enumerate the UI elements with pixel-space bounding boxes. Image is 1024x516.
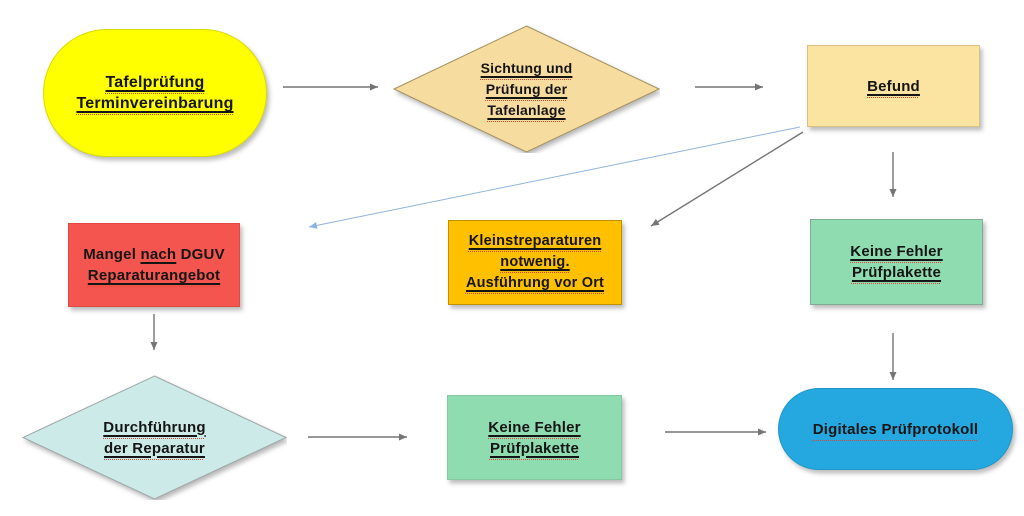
node-text-line: notwenig.: [500, 254, 570, 270]
pruefplakette-box-bottom: Keine Fehler Prüfplakette: [447, 395, 622, 480]
node-text-line: Durchführung: [103, 418, 206, 436]
node-text-line: Tafelprüfung: [105, 74, 205, 91]
pruefplakette-box-right: Keine Fehler Prüfplakette: [810, 219, 983, 305]
node-text-line: Kleinstreparaturen: [468, 233, 602, 249]
node-text-line: Keine Fehler: [850, 243, 943, 260]
node-text-line: Reparaturangebot: [87, 267, 221, 284]
kleinstreparaturen-box: Kleinstreparaturen notwenig. Ausführung …: [448, 220, 622, 305]
node-text-line: Mangel nach DGUV: [83, 246, 225, 263]
befund-box: Befund: [807, 45, 980, 127]
node-text-line: Tafelanlage: [487, 101, 566, 118]
node-text-line: Prüfplakette: [489, 439, 580, 457]
durchfuehrung-reparatur-diamond: Durchführung der Reparatur: [22, 375, 287, 500]
node-text-line: der Reparatur: [104, 439, 205, 457]
node-text-line: Keine Fehler: [488, 418, 581, 436]
mangel-dguv-box: Mangel nach DGUV Reparaturangebot: [68, 223, 240, 307]
node-text-line: Sichtung und: [480, 59, 573, 76]
digitales-pruefprotokoll-node: Digitales Prüfprotokoll: [778, 388, 1013, 470]
node-text-line: Terminvereinbarung: [76, 95, 234, 112]
node-text-line: Digitales Prüfprotokoll: [812, 420, 979, 438]
connector-befund-kleinstreparaturen: [650, 131, 804, 227]
diamond-shape: [22, 375, 287, 500]
start-node-tafelpruefung: Tafelprüfung Terminvereinbarung: [43, 29, 267, 157]
node-text-line: Ausführung vor Ort: [465, 275, 605, 291]
node-text-line: Befund: [867, 77, 920, 95]
node-text-line: Prüfplakette: [851, 264, 942, 281]
node-text-line: Prüfung der: [485, 80, 568, 97]
inspection-decision-diamond: Sichtung und Prüfung der Tafelanlage: [393, 25, 660, 153]
